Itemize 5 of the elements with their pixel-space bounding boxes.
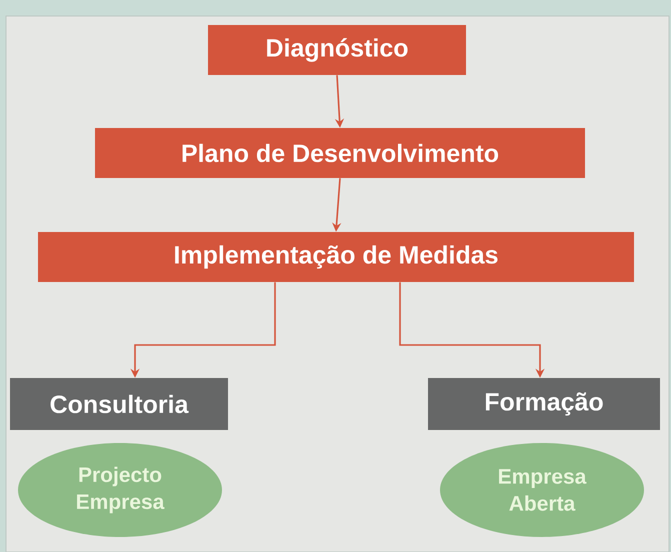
process-box: Implementação de Medidas	[38, 232, 634, 282]
process-box: Plano de Desenvolvimento	[95, 128, 585, 178]
category-box: Formação	[428, 378, 660, 430]
process-box: Diagnóstico	[208, 25, 466, 75]
category-box: Consultoria	[10, 378, 228, 430]
